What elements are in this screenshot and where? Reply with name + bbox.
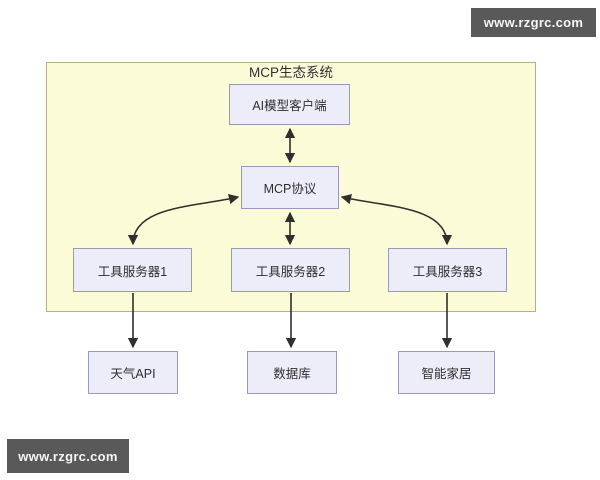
node-tool-server-1: 工具服务器1 — [73, 248, 192, 292]
node-tool-server-1-label: 工具服务器1 — [97, 264, 168, 279]
node-tool-server-3-label: 工具服务器3 — [412, 264, 483, 279]
node-weather-api: 天气API — [88, 351, 178, 394]
watermark-text: www.rzgrc.com — [18, 448, 118, 464]
node-tool-server-2-label: 工具服务器2 — [255, 264, 326, 279]
node-smart-home-label: 智能家居 — [421, 367, 472, 381]
node-mcp-protocol-label: MCP协议 — [263, 182, 317, 196]
node-smart-home: 智能家居 — [398, 351, 495, 394]
node-mcp-protocol: MCP协议 — [241, 166, 339, 209]
node-database: 数据库 — [247, 351, 337, 394]
node-tool-server-3: 工具服务器3 — [388, 248, 507, 292]
node-database-label: 数据库 — [273, 367, 311, 381]
node-ai-client-label: AI模型客户端 — [252, 99, 327, 113]
watermark-text: www.rzgrc.com — [483, 15, 584, 30]
watermark-top-right: www.rzgrc.com — [471, 8, 596, 37]
watermark-bottom-left: www.rzgrc.com — [7, 439, 129, 473]
node-tool-server-2: 工具服务器2 — [231, 248, 350, 292]
node-weather-api-label: 天气API — [110, 367, 156, 381]
node-ai-client: AI模型客户端 — [229, 84, 350, 125]
container-title: MCP生态系统 — [249, 65, 333, 80]
